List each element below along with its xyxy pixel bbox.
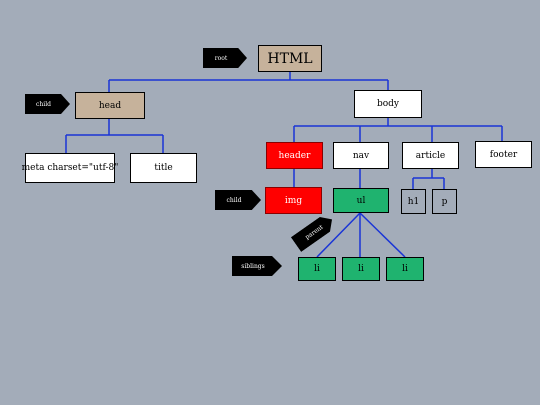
node-article: article	[402, 142, 459, 169]
node-meta: meta charset="utf-8"	[22, 153, 118, 183]
child-tag-img: child	[215, 190, 261, 210]
node-body: body	[354, 90, 422, 118]
connector-to-li1	[316, 212, 361, 258]
connector-to-li3	[359, 212, 406, 258]
child-tag-head: child	[25, 94, 70, 114]
node-footer: footer	[475, 141, 532, 168]
node-p: p	[432, 189, 457, 214]
node-html: HTML	[258, 45, 322, 72]
node-li-1: li	[298, 257, 336, 281]
node-img: img	[265, 187, 322, 214]
root-tag: root	[203, 48, 247, 68]
node-li-3: li	[386, 257, 424, 281]
siblings-tag: siblings	[232, 256, 282, 276]
node-title: title	[130, 153, 197, 183]
node-ul: ul	[333, 188, 389, 213]
node-header: header	[266, 142, 323, 169]
node-h1: h1	[401, 189, 426, 214]
node-head: head	[75, 92, 145, 119]
node-nav: nav	[333, 142, 389, 169]
node-li-2: li	[342, 257, 380, 281]
